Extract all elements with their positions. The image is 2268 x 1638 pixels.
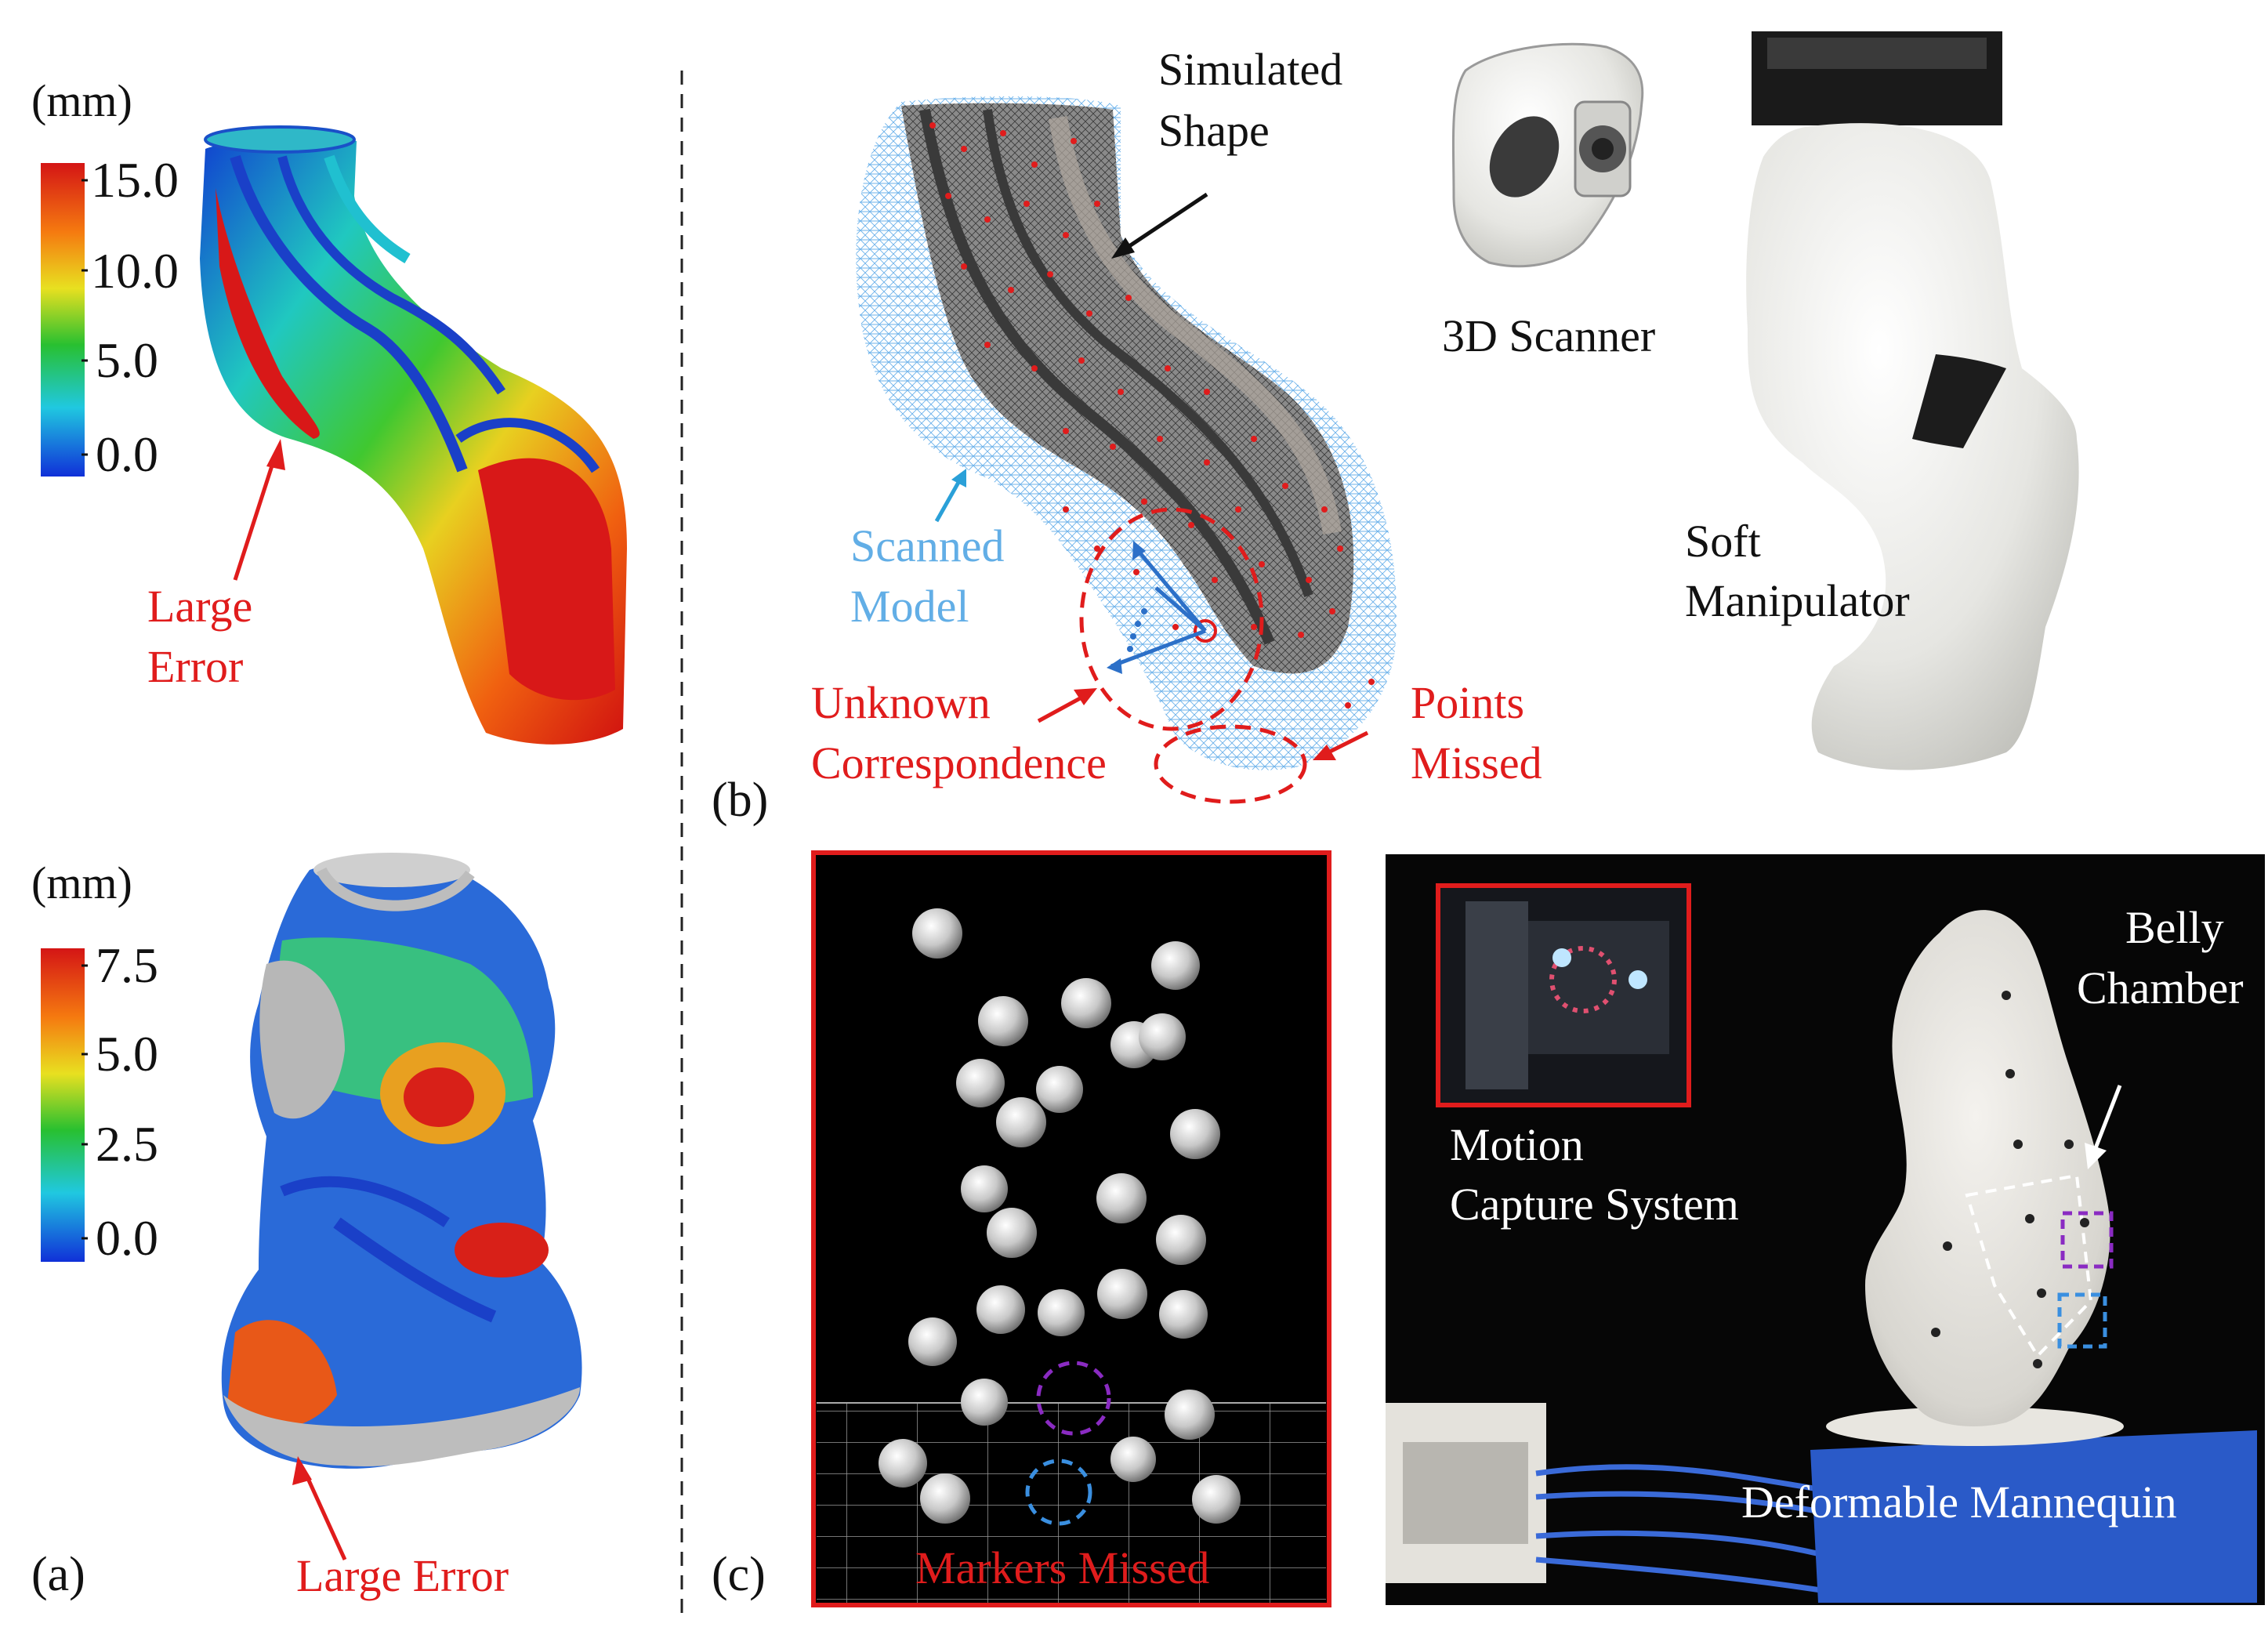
- bottom-colorbar-ticks: [82, 964, 88, 1240]
- manipulator-line2: Manipulator: [1685, 575, 1910, 626]
- bottom-large-error: Large Error: [296, 1550, 509, 1601]
- scanned-model-line1: Scanned: [850, 520, 1005, 571]
- bottom-large-error-arrow: [292, 1456, 347, 1561]
- top-colorbar-tick-10: 10.0: [91, 243, 179, 299]
- top-colorbar: [41, 163, 85, 477]
- mannequin-body: [1865, 910, 2114, 1426]
- bottom-colorbar-tick-7-5: 7.5: [96, 937, 158, 993]
- pneumatic-setup: [1386, 1403, 2257, 1603]
- bottom-error-torso: [221, 853, 582, 1469]
- motion-capture-line2: Capture System: [1450, 1179, 1739, 1230]
- missed-marker-purple: [1036, 1361, 1111, 1436]
- mocap-markers: [879, 908, 1241, 1524]
- simulated-shape-mesh: [901, 103, 1354, 674]
- top-error-shape: [200, 125, 627, 745]
- soft-manipulator: [1746, 31, 2079, 770]
- top-colorbar-tick-15: 15.0: [91, 152, 179, 208]
- scanner-device: [1451, 42, 1644, 268]
- belly-chamber-line2: Chamber: [2077, 962, 2244, 1013]
- panel-label-c: (c): [712, 1548, 766, 1601]
- belly-chamber-line1: Belly: [2125, 902, 2224, 953]
- panel-label-a: (a): [31, 1548, 85, 1601]
- points-missed-circle: [1154, 724, 1307, 804]
- camera-inset-image: [1466, 901, 1669, 1089]
- missed-marker-blue: [1025, 1459, 1092, 1526]
- scanned-model-line2: Model: [850, 581, 969, 632]
- top-large-error-line2: Error: [147, 641, 244, 692]
- correspondence-vectors: [1107, 541, 1217, 674]
- deformable-mannequin-label: Deformable Mannequin: [1741, 1477, 2177, 1527]
- top-colorbar-tick-5: 5.0: [96, 332, 158, 388]
- unknown-correspondence-line2: Correspondence: [811, 737, 1107, 788]
- top-colorbar-unit: (mm): [31, 75, 132, 126]
- top-large-error-arrow: [233, 439, 285, 581]
- belly-chamber-arrow: [2085, 1085, 2122, 1169]
- points-missed-line2: Missed: [1411, 737, 1542, 788]
- unknown-correspondence-arrow: [1037, 688, 1097, 723]
- bottom-colorbar-tick-5: 5.0: [96, 1026, 158, 1082]
- manipulator-line1: Soft: [1685, 516, 1761, 567]
- points-missed-line1: Points: [1411, 677, 1525, 728]
- simulated-points: [929, 122, 1375, 708]
- top-colorbar-tick-0: 0.0: [96, 426, 158, 482]
- bottom-colorbar-tick-0: 0.0: [96, 1210, 158, 1266]
- top-colorbar-ticks: [82, 179, 88, 456]
- simulated-shape-arrow: [1111, 192, 1208, 259]
- motion-capture-line1: Motion: [1450, 1119, 1584, 1170]
- simulated-shape-line1: Simulated: [1158, 44, 1343, 95]
- simulated-shape-line2: Shape: [1158, 105, 1270, 156]
- bottom-colorbar-unit: (mm): [31, 857, 132, 908]
- markers-missed-label: Markers Missed: [915, 1542, 1210, 1593]
- scanner-label: 3D Scanner: [1442, 310, 1656, 361]
- bottom-colorbar: [41, 948, 85, 1262]
- bottom-colorbar-tick-2-5: 2.5: [96, 1116, 158, 1172]
- unknown-correspondence-circle: [1079, 507, 1264, 731]
- scanned-model-arrow: [934, 469, 966, 523]
- points-missed-arrow: [1313, 730, 1369, 760]
- unknown-correspondence-line1: Unknown: [811, 677, 991, 728]
- panel-label-b: (b): [712, 774, 769, 827]
- floor-grid: [817, 1402, 1326, 1603]
- top-large-error-line1: Large: [147, 581, 253, 632]
